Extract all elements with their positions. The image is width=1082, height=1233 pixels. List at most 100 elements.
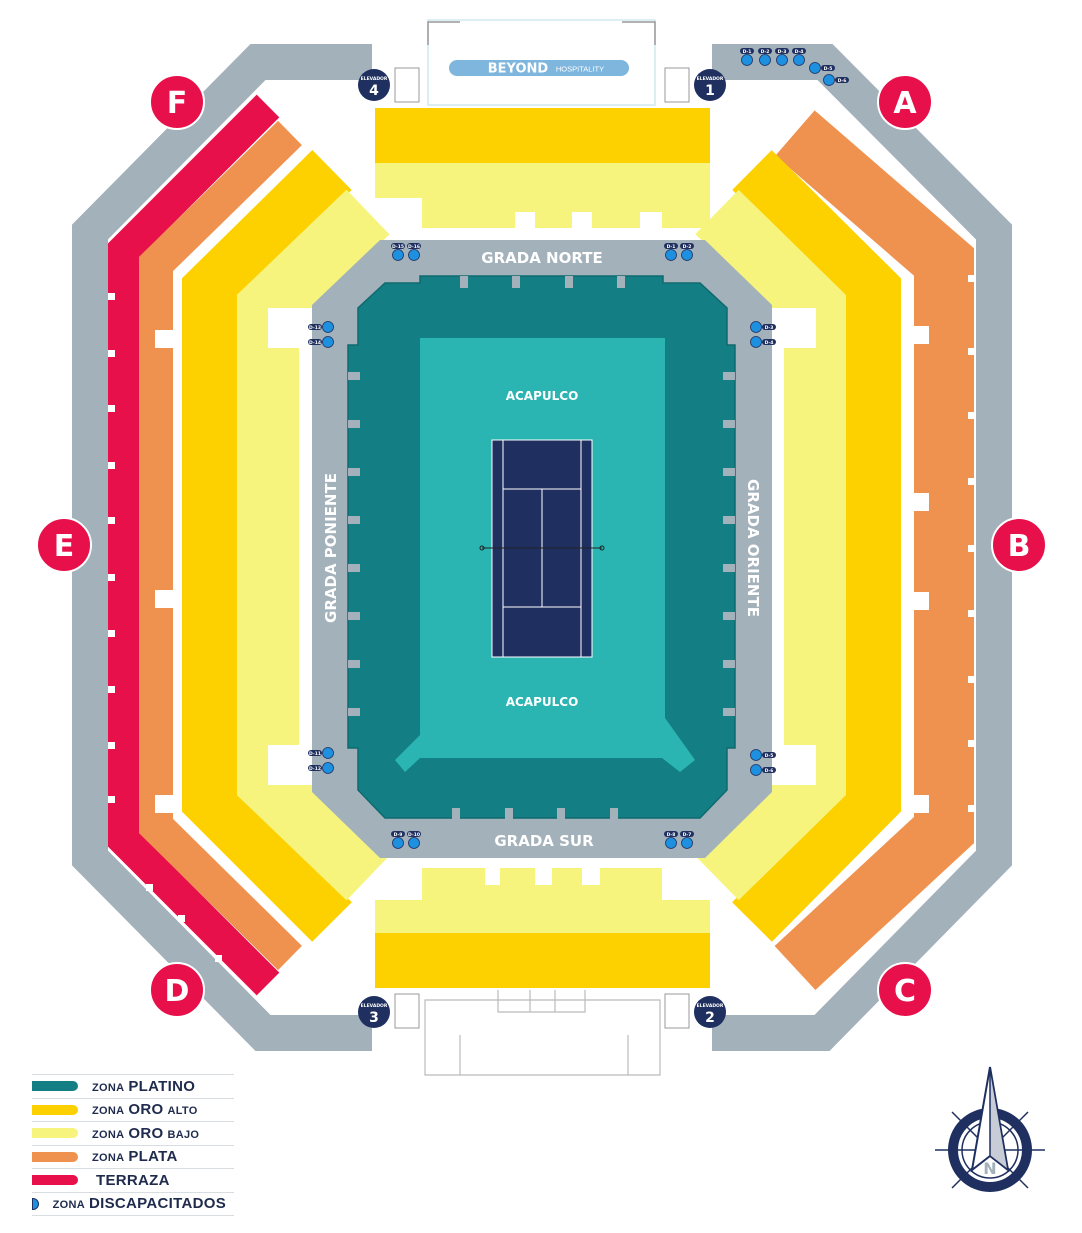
accessible-spot[interactable]: D-2 [680, 243, 694, 261]
zone-oro-alto-south[interactable] [375, 933, 710, 988]
accessible-spot[interactable]: D-3 [775, 48, 789, 66]
accessible-spot[interactable]: D-5 [750, 749, 777, 761]
accessible-spot[interactable]: D-4 [750, 336, 777, 348]
accessible-spot-label: D-16 [408, 244, 420, 250]
zone-plata-east[interactable] [774, 110, 974, 991]
zone-oro-bajo-west[interactable] [237, 189, 390, 901]
accessible-spot[interactable]: D-2 [758, 48, 772, 66]
gate-c[interactable]: C [877, 962, 933, 1018]
wheelchair-icon [408, 837, 420, 849]
accessible-spot-label: D-3 [765, 325, 774, 331]
stand-label-east: GRADA ORIENTE [744, 479, 762, 617]
court-label-bottom: ACAPULCO [506, 695, 579, 709]
plata-markers [155, 275, 975, 813]
zone-oro-alto-west[interactable] [182, 150, 352, 942]
gate-e[interactable]: E [36, 517, 92, 573]
hospitality-badge [449, 60, 629, 76]
legend-prefix: ZONA [52, 1199, 86, 1212]
wheelchair-icon [322, 321, 334, 333]
zone-oro-alto-north[interactable] [375, 108, 710, 163]
accessible-spot-label: D-7 [683, 832, 692, 838]
legend-swatch [32, 1128, 78, 1139]
hospitality-brand: BEYOND [488, 62, 549, 77]
accessible-spot[interactable]: D-1 [664, 243, 678, 261]
zone-oro-bajo-east[interactable] [695, 189, 846, 901]
legend-swatch [32, 1151, 78, 1162]
accessible-spot-label: D-12 [309, 766, 321, 772]
elevator-shafts [394, 67, 690, 1029]
legend-name: PLATINO [128, 1077, 196, 1095]
accessible-spot-label: D-11 [309, 751, 321, 757]
legend-label: TERRAZA [92, 1172, 178, 1189]
zone-terraza[interactable] [108, 94, 280, 996]
accessible-spot[interactable]: D-13 [308, 321, 334, 333]
legend-swatch [32, 1104, 78, 1115]
svg-text:1: 1 [705, 83, 715, 99]
legend-prefix: ZONA [92, 1128, 125, 1141]
accessible-spot-label: D-5 [765, 753, 774, 759]
wheelchair-icon [741, 54, 753, 66]
accessible-spot[interactable]: D-10 [407, 831, 421, 849]
tennis-court [479, 439, 605, 658]
zone-oro-bajo-north[interactable] [375, 163, 710, 228]
wheelchair-icon [750, 336, 762, 348]
accessible-spot-label: D-8 [667, 832, 676, 838]
accessible-spot[interactable]: D-8 [664, 831, 678, 849]
wheelchair-icon [392, 249, 404, 261]
zone-oro-alto-east[interactable] [732, 150, 901, 942]
hospitality-area[interactable]: BEYOND HOSPITALITY [427, 19, 656, 106]
accessible-spot[interactable]: D-3 [750, 321, 777, 333]
legend-prefix: ZONA [92, 1152, 125, 1165]
gate-b[interactable]: B [991, 517, 1047, 573]
svg-text:ELEVADOR: ELEVADOR [697, 1003, 724, 1009]
accessible-spot[interactable]: D-6 [750, 764, 777, 776]
svg-text:ELEVADOR: ELEVADOR [361, 76, 388, 82]
accessible-spot-label: D-2 [761, 49, 770, 55]
wheelchair-icon [793, 54, 805, 66]
stand-label-west: GRADA PONIENTE [322, 473, 340, 623]
accessible-spot[interactable]: D-14 [308, 336, 334, 348]
svg-text:ELEVADOR: ELEVADOR [697, 76, 724, 82]
accessible-spot[interactable]: D-15 [391, 243, 405, 261]
accessible-spot-label: D-2 [683, 244, 692, 250]
accessible-spot[interactable]: D-16 [407, 243, 421, 261]
accessible-spot-label: D-3 [778, 49, 787, 55]
accessible-spot[interactable]: D-5 [809, 62, 836, 74]
zone-oro-bajo-south[interactable] [375, 868, 710, 933]
legend-swatch [32, 1197, 39, 1210]
accessible-spot[interactable]: D-1 [740, 48, 754, 66]
accessible-spot[interactable]: D-4 [792, 48, 806, 66]
elevator-3[interactable]: ELEVADOR 3 [358, 996, 390, 1028]
accessible-spot[interactable]: D-6 [823, 74, 850, 86]
elevator-1[interactable]: ELEVADOR 1 [694, 69, 726, 101]
wheelchair-icon [681, 837, 693, 849]
gate-f[interactable]: F [149, 74, 205, 130]
south-structure [424, 990, 661, 1076]
compass-north-label: N [983, 1159, 996, 1178]
elevator-4[interactable]: ELEVADOR 4 [358, 69, 390, 101]
stand-label-south: GRADA SUR [494, 832, 594, 850]
accessible-spot[interactable]: D-7 [680, 831, 694, 849]
zone-plata-west[interactable] [139, 120, 302, 971]
legend-prefix: ZONA [92, 1105, 125, 1118]
svg-text:3: 3 [369, 1010, 379, 1026]
accessible-spot[interactable]: D-9 [391, 831, 405, 849]
gate-a[interactable]: A [877, 74, 933, 130]
accessible-spot[interactable]: D-12 [308, 762, 334, 774]
hospitality-label: HOSPITALITY [556, 65, 604, 74]
accessible-spot-label: D-5 [824, 66, 833, 72]
wheelchair-icon [681, 249, 693, 261]
wheelchair-icon [823, 74, 835, 86]
elevator-2[interactable]: ELEVADOR 2 [694, 996, 726, 1028]
accessible-spot-label: D-4 [795, 49, 804, 55]
accessible-spot[interactable]: D-11 [308, 747, 334, 759]
gate-d[interactable]: D [149, 962, 205, 1018]
svg-text:F: F [167, 86, 188, 121]
wheelchair-icon [750, 321, 762, 333]
